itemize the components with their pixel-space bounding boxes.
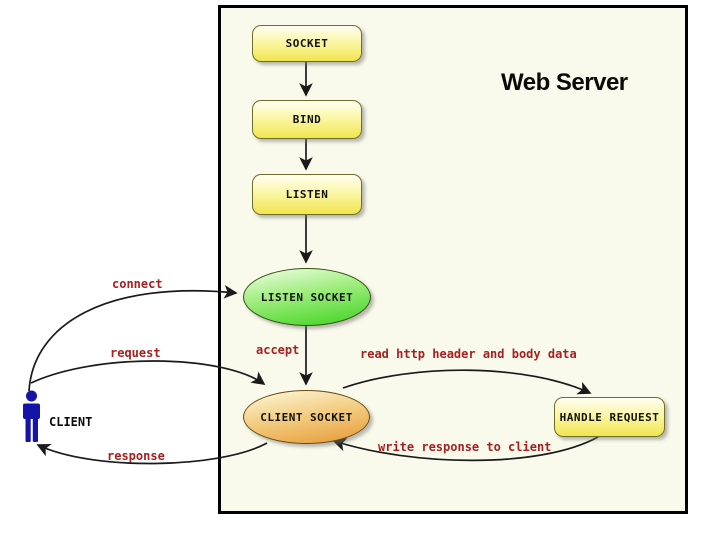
client-icon [23,390,40,442]
node-bind: BIND [252,100,362,139]
edge-label-response: response [107,449,165,463]
edge-label-connect: connect [112,277,163,291]
edge-label-write-response: write response to client [378,440,552,454]
node-listen: LISTEN [252,174,362,215]
node-socket: SOCKET [252,25,362,62]
node-listen-socket: LISTEN SOCKET [243,268,371,326]
edge-label-request: request [110,346,161,360]
client-label: CLIENT [49,415,93,429]
edge-label-read-http: read http header and body data [360,347,577,361]
edge-label-accept: accept [256,343,300,357]
node-client-socket: CLIENT SOCKET [243,390,370,444]
server-title: Web Server [501,69,628,96]
node-handle-request: HANDLE REQUEST [554,397,665,437]
connect-arrow [28,285,238,392]
